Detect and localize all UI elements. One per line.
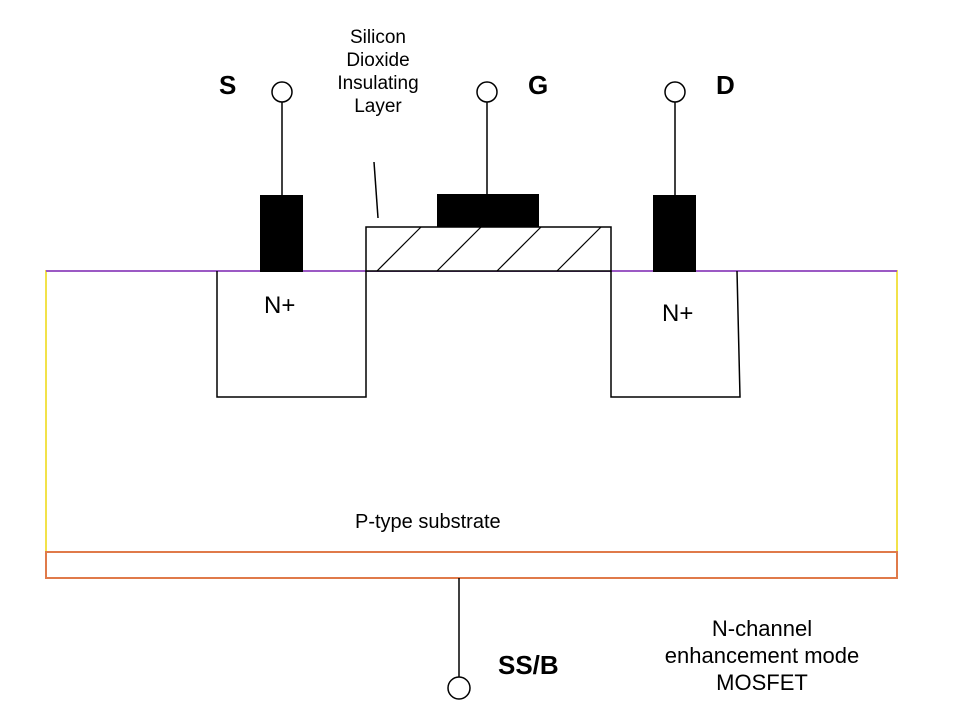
- oxide-layer: [365, 226, 612, 272]
- gate-contact: [437, 194, 539, 227]
- drain-label: D: [716, 70, 735, 100]
- caption-line: enhancement mode: [664, 643, 860, 668]
- gate-terminal-node: [476, 81, 498, 103]
- gate-label: G: [528, 70, 549, 100]
- source-contact: [260, 195, 303, 272]
- source-n-well: [216, 271, 367, 398]
- drain-n-plus-label: N+: [662, 300, 694, 327]
- drain-n-well: [610, 270, 741, 398]
- p-substrate: [45, 270, 898, 553]
- drain-contact: [653, 195, 696, 272]
- source-terminal-node: [271, 81, 293, 103]
- body-terminal-node: [447, 676, 471, 700]
- base-plate: [45, 551, 898, 579]
- oxide-note-line: Dioxide: [346, 50, 410, 71]
- diagram-caption: N-channel enhancement mode MOSFET: [612, 615, 912, 696]
- source-label: S: [219, 70, 237, 100]
- oxide-hatching: [376, 226, 602, 272]
- source-n-plus-label: N+: [264, 292, 296, 319]
- caption-line: MOSFET: [716, 670, 808, 695]
- body-label: SS/B: [498, 650, 559, 680]
- oxide-note-line: Layer: [354, 96, 402, 117]
- oxide-note: Silicon Dioxide Insulating Layer: [313, 26, 443, 118]
- substrate-label: P-type substrate: [355, 511, 501, 533]
- oxide-note-line: Insulating: [337, 73, 419, 94]
- caption-line: N-channel: [711, 616, 813, 641]
- oxide-note-line: Silicon: [350, 27, 406, 48]
- drain-terminal-node: [664, 81, 686, 103]
- oxide-pointer: [373, 161, 379, 219]
